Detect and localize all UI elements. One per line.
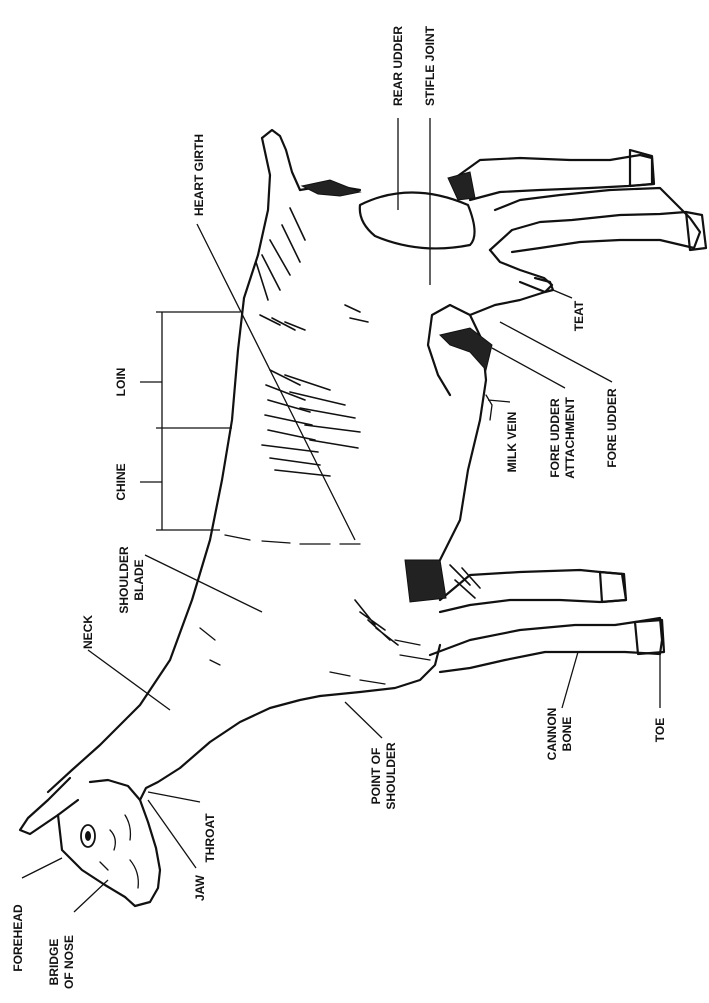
label-chine: CHINE xyxy=(114,463,128,500)
label-fore-udder-attachment-2: ATTACHMENT xyxy=(563,397,577,479)
goat-chest xyxy=(320,645,440,696)
label-cannon-bone-2: BONE xyxy=(560,717,574,752)
leader-lines xyxy=(22,118,660,912)
label-point-of-shoulder: POINT OF xyxy=(369,748,383,805)
label-heart-girth: HEART GIRTH xyxy=(192,134,206,216)
goat-flank-shading xyxy=(256,208,398,645)
label-shoulder-blade-2: BLADE xyxy=(132,559,146,600)
label-rear-udder: REAR UDDER xyxy=(391,26,405,106)
goat-udder xyxy=(470,250,552,315)
goat-hind-leg-near xyxy=(495,188,700,252)
goat-front-leg-near xyxy=(430,618,662,672)
goat-illustration xyxy=(20,130,706,906)
label-forehead: FOREHEAD xyxy=(11,904,25,972)
label-fore-udder: FORE UDDER xyxy=(605,388,619,468)
goat-throat-line xyxy=(140,696,320,800)
goat-head xyxy=(58,780,160,906)
label-stifle-joint: STIFLE JOINT xyxy=(423,25,437,106)
goat-rear-udder xyxy=(360,193,475,249)
label-milk-vein: MILK VEIN xyxy=(505,412,519,473)
label-jaw: JAW xyxy=(193,874,207,901)
goat-back-line xyxy=(48,138,270,792)
label-loin: LOIN xyxy=(114,368,128,397)
label-fore-udder-attachment: FORE UDDER xyxy=(548,398,562,478)
label-teat: TEAT xyxy=(572,300,586,331)
label-bridge-of-nose-2: OF NOSE xyxy=(62,935,76,989)
label-toe: TOE xyxy=(653,718,667,742)
label-neck: NECK xyxy=(81,615,95,649)
label-bridge-of-nose: BRIDGE xyxy=(47,939,61,986)
label-shoulder-blade: SHOULDER xyxy=(117,546,131,614)
label-throat: THROAT xyxy=(203,813,217,863)
label-cannon-bone: CANNON xyxy=(545,708,559,761)
label-point-of-shoulder-2: SHOULDER xyxy=(384,742,398,810)
goat-hind-leg-far xyxy=(455,155,652,200)
goat-ear xyxy=(20,778,78,834)
